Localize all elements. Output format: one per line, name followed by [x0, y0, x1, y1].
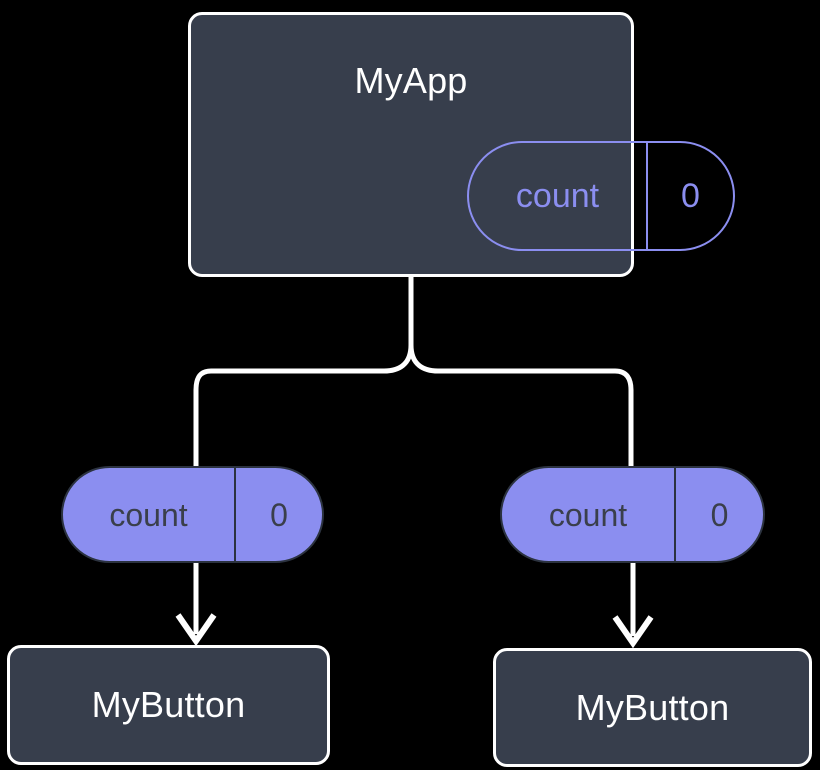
state-pill-right[interactable]: count 0	[500, 466, 765, 563]
edge-root-to-left	[193, 342, 414, 469]
arrow-head-right-icon	[612, 615, 654, 649]
state-pill-myapp[interactable]: count 0	[467, 141, 735, 251]
node-mybutton-right[interactable]: MyButton	[493, 648, 812, 767]
node-myapp[interactable]: MyApp count 0	[188, 12, 735, 277]
node-mybutton-right-label: MyButton	[575, 686, 730, 728]
edge-root-to-right	[408, 342, 634, 469]
state-pill-left[interactable]: count 0	[61, 466, 324, 563]
state-pill-right-key: count	[502, 468, 676, 561]
state-pill-left-key: count	[63, 468, 236, 561]
state-pill-myapp-key: count	[469, 143, 648, 249]
state-pill-myapp-value: 0	[681, 177, 700, 215]
node-mybutton-left[interactable]: MyButton	[7, 645, 330, 765]
node-mybutton-left-label: MyButton	[91, 684, 246, 725]
state-pill-left-value: 0	[270, 496, 288, 533]
arrow-head-left-icon	[175, 613, 217, 647]
node-myapp-label: MyApp	[354, 60, 468, 101]
state-pill-right-value: 0	[710, 496, 729, 533]
